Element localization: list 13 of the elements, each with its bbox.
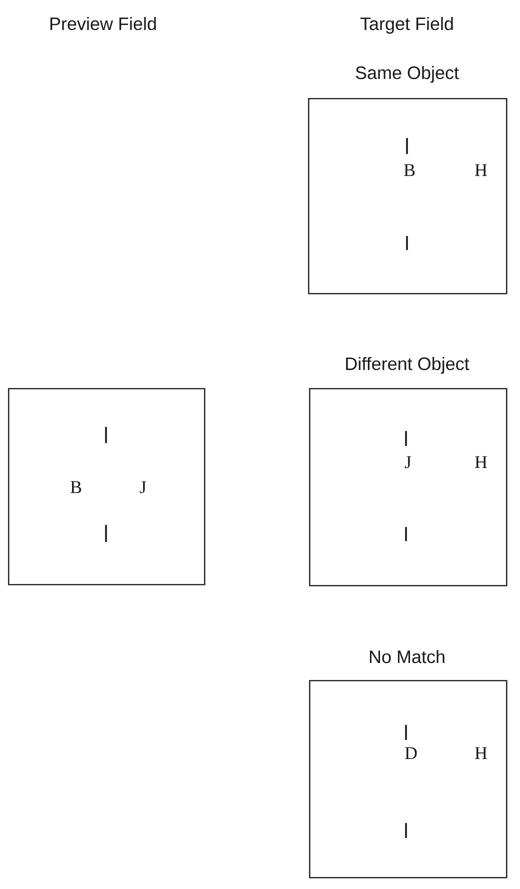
panel-heading: Same Object [356, 66, 459, 83]
stimulus-letter: H [475, 456, 487, 468]
panel-heading: No Match [370, 650, 444, 664]
stimulus-letter: D [405, 747, 417, 760]
stimulus-letter: J [140, 481, 146, 494]
stimulus-letter: J [404, 456, 412, 468]
panel-heading: Different Object [346, 356, 470, 374]
stimulus-letter: H [475, 164, 487, 176]
stimulus-letter: H [475, 747, 487, 759]
stimulus-letter: B [404, 164, 415, 176]
stimulus-letter: B [70, 481, 82, 494]
column-heading: Preview Field [50, 16, 156, 30]
column-heading: Target Field [360, 16, 453, 34]
